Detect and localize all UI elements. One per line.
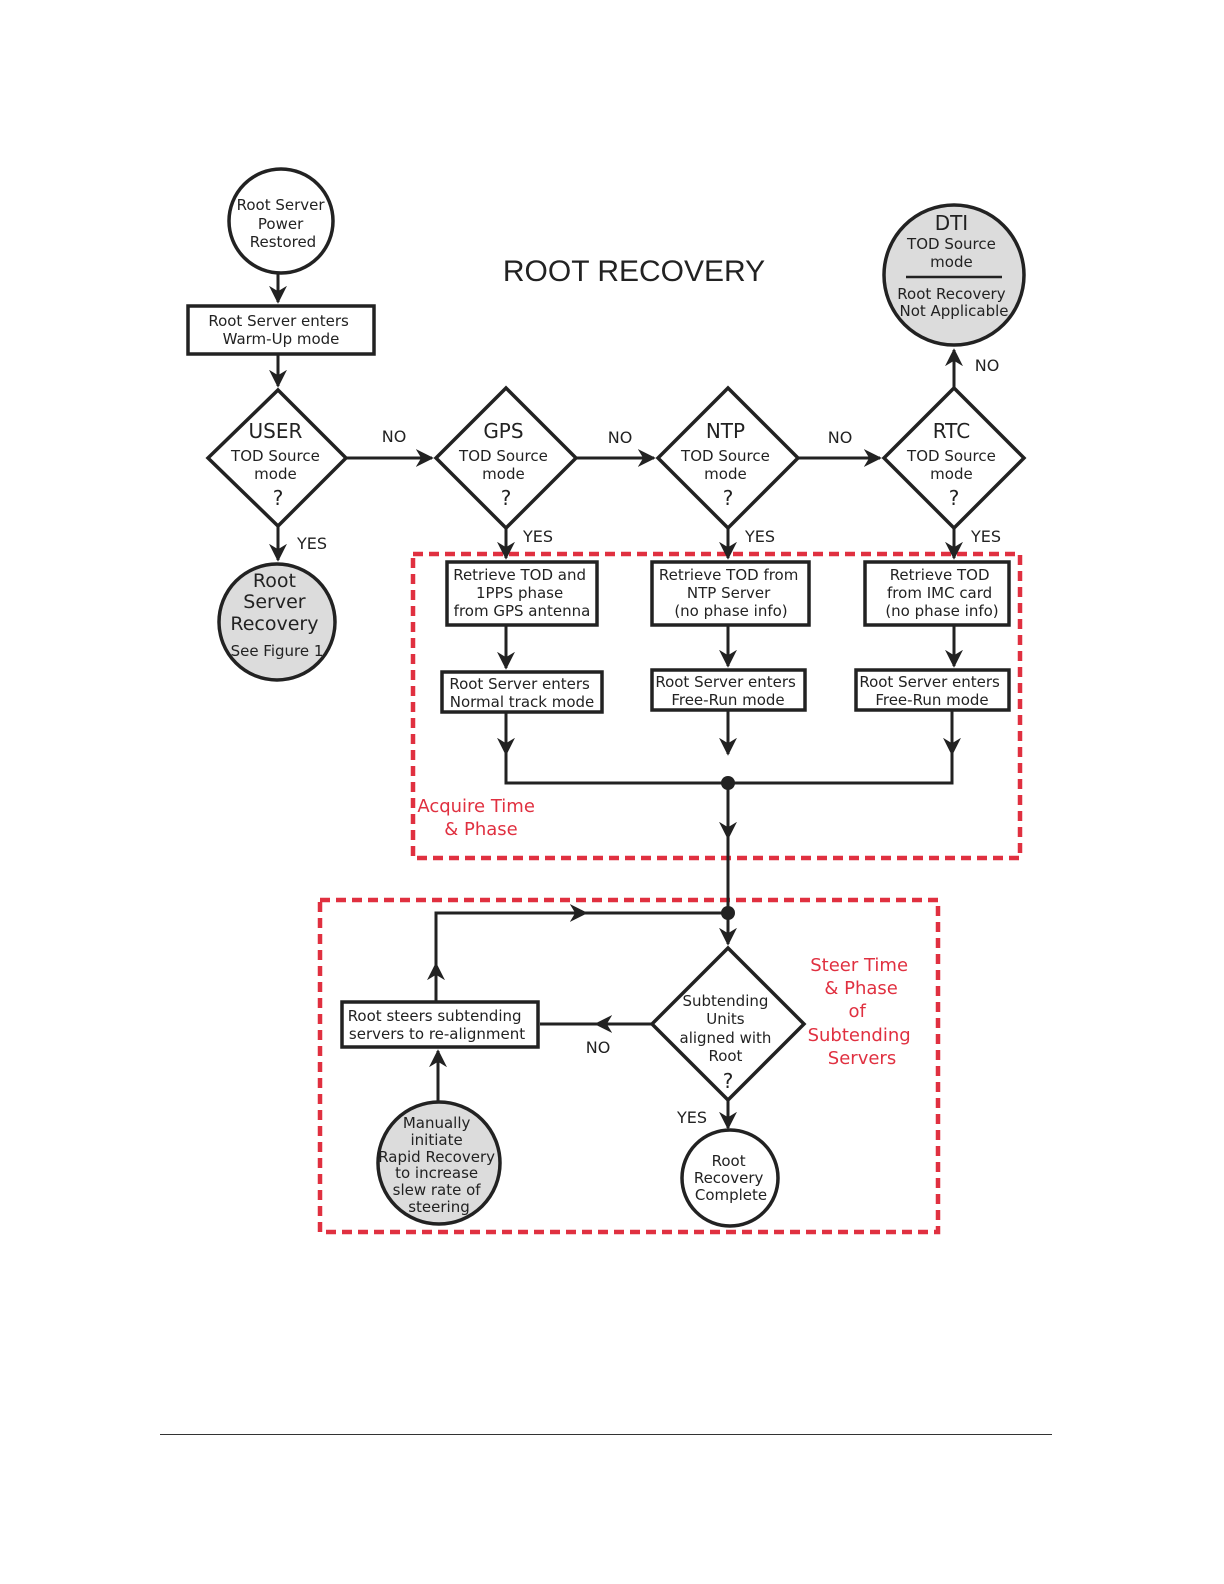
dti-text: DTI TOD Source mode Root Recovery Not Ap… — [897, 211, 1010, 320]
acquire-region — [410, 551, 1023, 861]
enters-freerun-ntp-text: Root Server enters Free-Run mode — [655, 673, 800, 709]
root-server-recovery-text: Root Server Recovery See Figure 1 — [230, 570, 323, 660]
warmup-box — [186, 304, 376, 356]
recovery-complete-text: Root Recovery Complete — [694, 1152, 768, 1204]
rtc-decision-text: RTC TOD Source mode ? — [906, 419, 1001, 510]
yes-label-gps: YES — [522, 527, 553, 546]
retrieve-ntp-text: Retrieve TOD from NTP Server (no phase i… — [659, 566, 803, 620]
retrieve-ntp-box — [650, 560, 811, 627]
aligned-decision-text: Subtending Units aligned with Root ? — [680, 991, 777, 1093]
retrieve-gps-box — [445, 560, 599, 627]
no-label-4: NO — [975, 356, 1000, 375]
enters-freerun-rtc-box — [854, 668, 1011, 712]
manual-recovery-text: Manually initiate Rapid Recovery to incr… — [378, 1114, 500, 1216]
no-label-1: NO — [382, 427, 407, 446]
no-label-3: NO — [828, 428, 853, 447]
user-decision-text: USER TOD Source mode ? — [230, 419, 325, 510]
yes-label-user: YES — [296, 534, 327, 553]
steer-label: Steer Time & Phase of Subtending Servers — [808, 955, 917, 1069]
enters-normal-text: Root Server enters Normal track mode — [449, 675, 594, 711]
yes-label-aligned: YES — [676, 1108, 707, 1127]
manual-recovery-node — [376, 1100, 502, 1226]
page-title: ROOT RECOVERY — [503, 255, 765, 288]
ntp-decision-text: NTP TOD Source mode ? — [680, 419, 775, 510]
acquire-label: Acquire Time & Phase — [417, 796, 540, 840]
footer-rule — [160, 1434, 1052, 1435]
steers-text: Root steers subtending servers to re-ali… — [348, 1007, 527, 1043]
yes-label-rtc: YES — [970, 527, 1001, 546]
start-text: Root Server Power Restored — [237, 196, 330, 251]
start-node — [227, 167, 335, 275]
dti-node — [882, 203, 1026, 347]
recovery-complete-node — [680, 1128, 780, 1228]
steers-box — [340, 1000, 540, 1049]
gps-decision-text: GPS TOD Source mode ? — [458, 419, 553, 510]
yes-label-ntp: YES — [744, 527, 775, 546]
no-label-2: NO — [608, 428, 633, 447]
retrieve-rtc-text: Retrieve TOD from IMC card (no phase inf… — [885, 566, 998, 620]
root-server-recovery-node — [217, 562, 337, 682]
enters-normal-box — [440, 670, 604, 714]
enters-freerun-rtc-text: Root Server enters Free-Run mode — [859, 673, 1004, 709]
warmup-text: Root Server enters Warm-Up mode — [208, 312, 353, 348]
retrieve-rtc-box — [863, 560, 1011, 627]
steer-region — [317, 897, 941, 1235]
no-label-aligned: NO — [586, 1038, 611, 1057]
retrieve-gps-text: Retrieve TOD and 1PPS phase from GPS ant… — [453, 566, 591, 620]
